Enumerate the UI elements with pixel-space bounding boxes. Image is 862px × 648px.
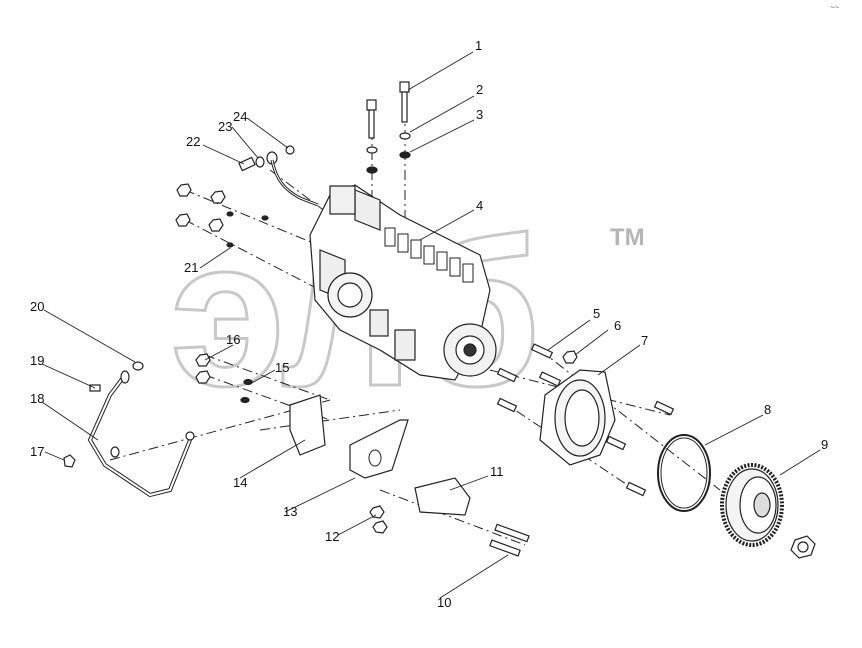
callout-13: 13: [283, 504, 297, 519]
drive-gear: [720, 463, 816, 559]
o-ring: [657, 434, 711, 512]
callout-4: 4: [476, 198, 483, 213]
callout-12: 12: [325, 529, 339, 544]
bracket-11: [414, 477, 471, 516]
callout-10: 10: [437, 595, 451, 610]
callout-21: 21: [184, 260, 198, 275]
callout-19: 19: [30, 353, 44, 368]
pump-elements: [384, 227, 474, 283]
injection-pump: [309, 184, 497, 381]
callout-5: 5: [593, 306, 600, 321]
long-bolts: [489, 523, 530, 557]
callout-3: 3: [476, 107, 483, 122]
callout-18: 18: [30, 391, 44, 406]
callout-15: 15: [275, 360, 289, 375]
o-ring-inner: [660, 437, 708, 509]
fuel-line: [87, 373, 192, 498]
callout-23: 23: [218, 119, 232, 134]
callout-11: 11: [490, 464, 504, 479]
studs: [496, 343, 675, 497]
leader-lines: [41, 51, 821, 599]
bracket-13: [349, 419, 409, 479]
left-nuts: [175, 183, 269, 404]
callout-20: 20: [30, 299, 44, 314]
watermark-tm: TM: [610, 224, 645, 251]
callout-6: 6: [614, 318, 621, 333]
drive-flange: [539, 369, 616, 466]
callout-7: 7: [641, 333, 648, 348]
bracket-14: [289, 394, 326, 456]
banjo-fitting-pipe: [238, 145, 319, 207]
callout-17: 17: [30, 444, 44, 459]
top-bolts: [366, 81, 411, 174]
callout-2: 2: [476, 82, 483, 97]
corner-mark: ~~: [830, 3, 840, 12]
callout-labels: 1 2 3 4 5 6 7 8 9 10 11 12 13 14 15 16 1…: [30, 38, 828, 610]
callout-24: 24: [233, 109, 247, 124]
small-bolts-12: [369, 505, 388, 534]
callout-1: 1: [475, 38, 482, 53]
callout-8: 8: [764, 402, 771, 417]
bracket-13-hole: [368, 449, 382, 467]
callout-22: 22: [186, 134, 200, 149]
assembly-axes: [109, 110, 721, 546]
callout-14: 14: [233, 475, 247, 490]
callout-9: 9: [821, 437, 828, 452]
callout-16: 16: [226, 332, 240, 347]
